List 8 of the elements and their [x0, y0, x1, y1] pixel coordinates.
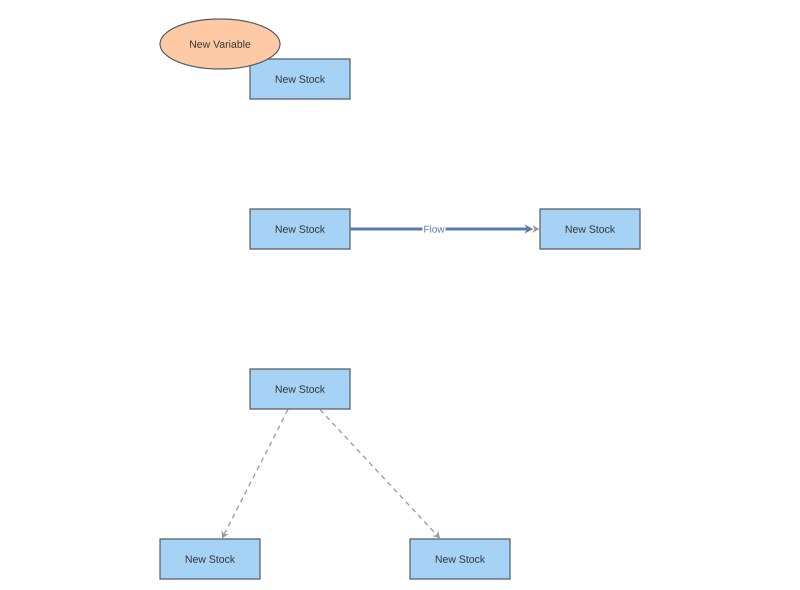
stock-box: New Stock — [159, 538, 261, 580]
edge-label: Flow — [422, 224, 446, 234]
stock-box: New Stock — [249, 208, 351, 250]
arrow — [320, 409, 440, 538]
stock-box: New Stock — [539, 208, 641, 250]
stock-box: New Stock — [249, 58, 351, 100]
stock-box: New Stock — [249, 368, 351, 410]
stock-box: New Stock — [409, 538, 511, 580]
